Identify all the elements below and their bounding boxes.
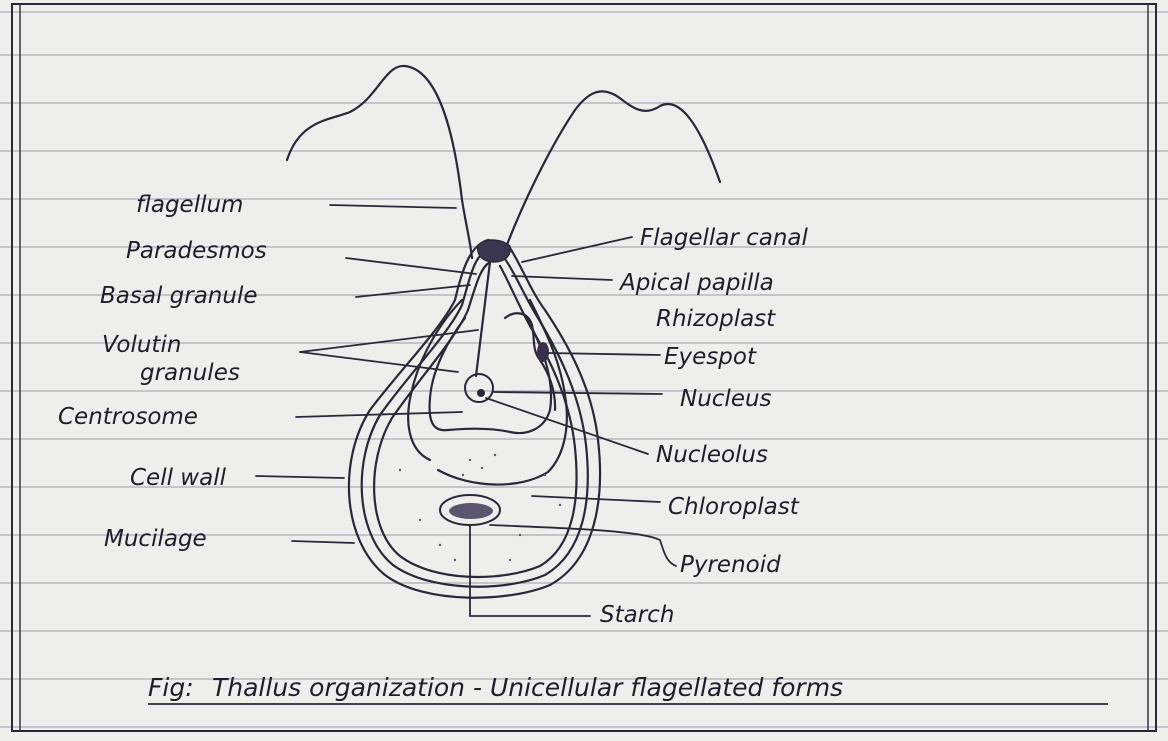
caption-text: Thallus organization - Unicellular flage… xyxy=(212,673,843,702)
leader-eyespot xyxy=(548,353,660,355)
leader-mucilage xyxy=(292,541,354,543)
label-nucleus: Nucleus xyxy=(680,386,772,412)
leader-flagellar-canal xyxy=(522,237,632,262)
label-nucleolus: Nucleolus xyxy=(656,442,768,468)
label-volutin-line1: Volutin xyxy=(102,332,181,358)
leader-pyrenoid xyxy=(490,525,676,566)
leader-paradesmos xyxy=(346,258,476,274)
eyespot xyxy=(537,342,549,362)
leader-nucleus xyxy=(494,392,662,394)
label-eyespot: Eyespot xyxy=(664,344,757,370)
nucleus xyxy=(465,374,493,402)
label-chloroplast: Chloroplast xyxy=(668,494,800,520)
leader-chloroplast xyxy=(532,496,660,502)
label-volutin-line2: granules xyxy=(140,360,240,386)
leader-flagellum xyxy=(330,205,456,208)
label-cell-wall: Cell wall xyxy=(130,465,227,491)
apical-papilla xyxy=(478,240,511,262)
nucleolus xyxy=(477,389,485,397)
label-flagellar-canal: Flagellar canal xyxy=(640,225,809,251)
left-flagellum xyxy=(287,66,472,258)
label-rhizoplast: Rhizoplast xyxy=(656,306,776,332)
label-paradesmos: Paradesmos xyxy=(126,238,267,264)
label-mucilage: Mucilage xyxy=(104,526,207,552)
leader-volutin-a xyxy=(300,330,478,352)
caption-prefix: Fig: xyxy=(148,673,194,702)
label-apical-papilla: Apical papilla xyxy=(618,270,774,296)
label-centrosome: Centrosome xyxy=(58,404,198,430)
label-starch: Starch xyxy=(600,602,674,628)
leader-starch xyxy=(470,526,590,616)
label-pyrenoid: Pyrenoid xyxy=(680,552,781,578)
leader-cell-wall xyxy=(256,476,344,478)
label-basal-granule: Basal granule xyxy=(100,283,258,309)
pyrenoid xyxy=(449,503,493,519)
label-flagellum: flagellum xyxy=(136,192,243,218)
cell-wall xyxy=(362,250,588,587)
